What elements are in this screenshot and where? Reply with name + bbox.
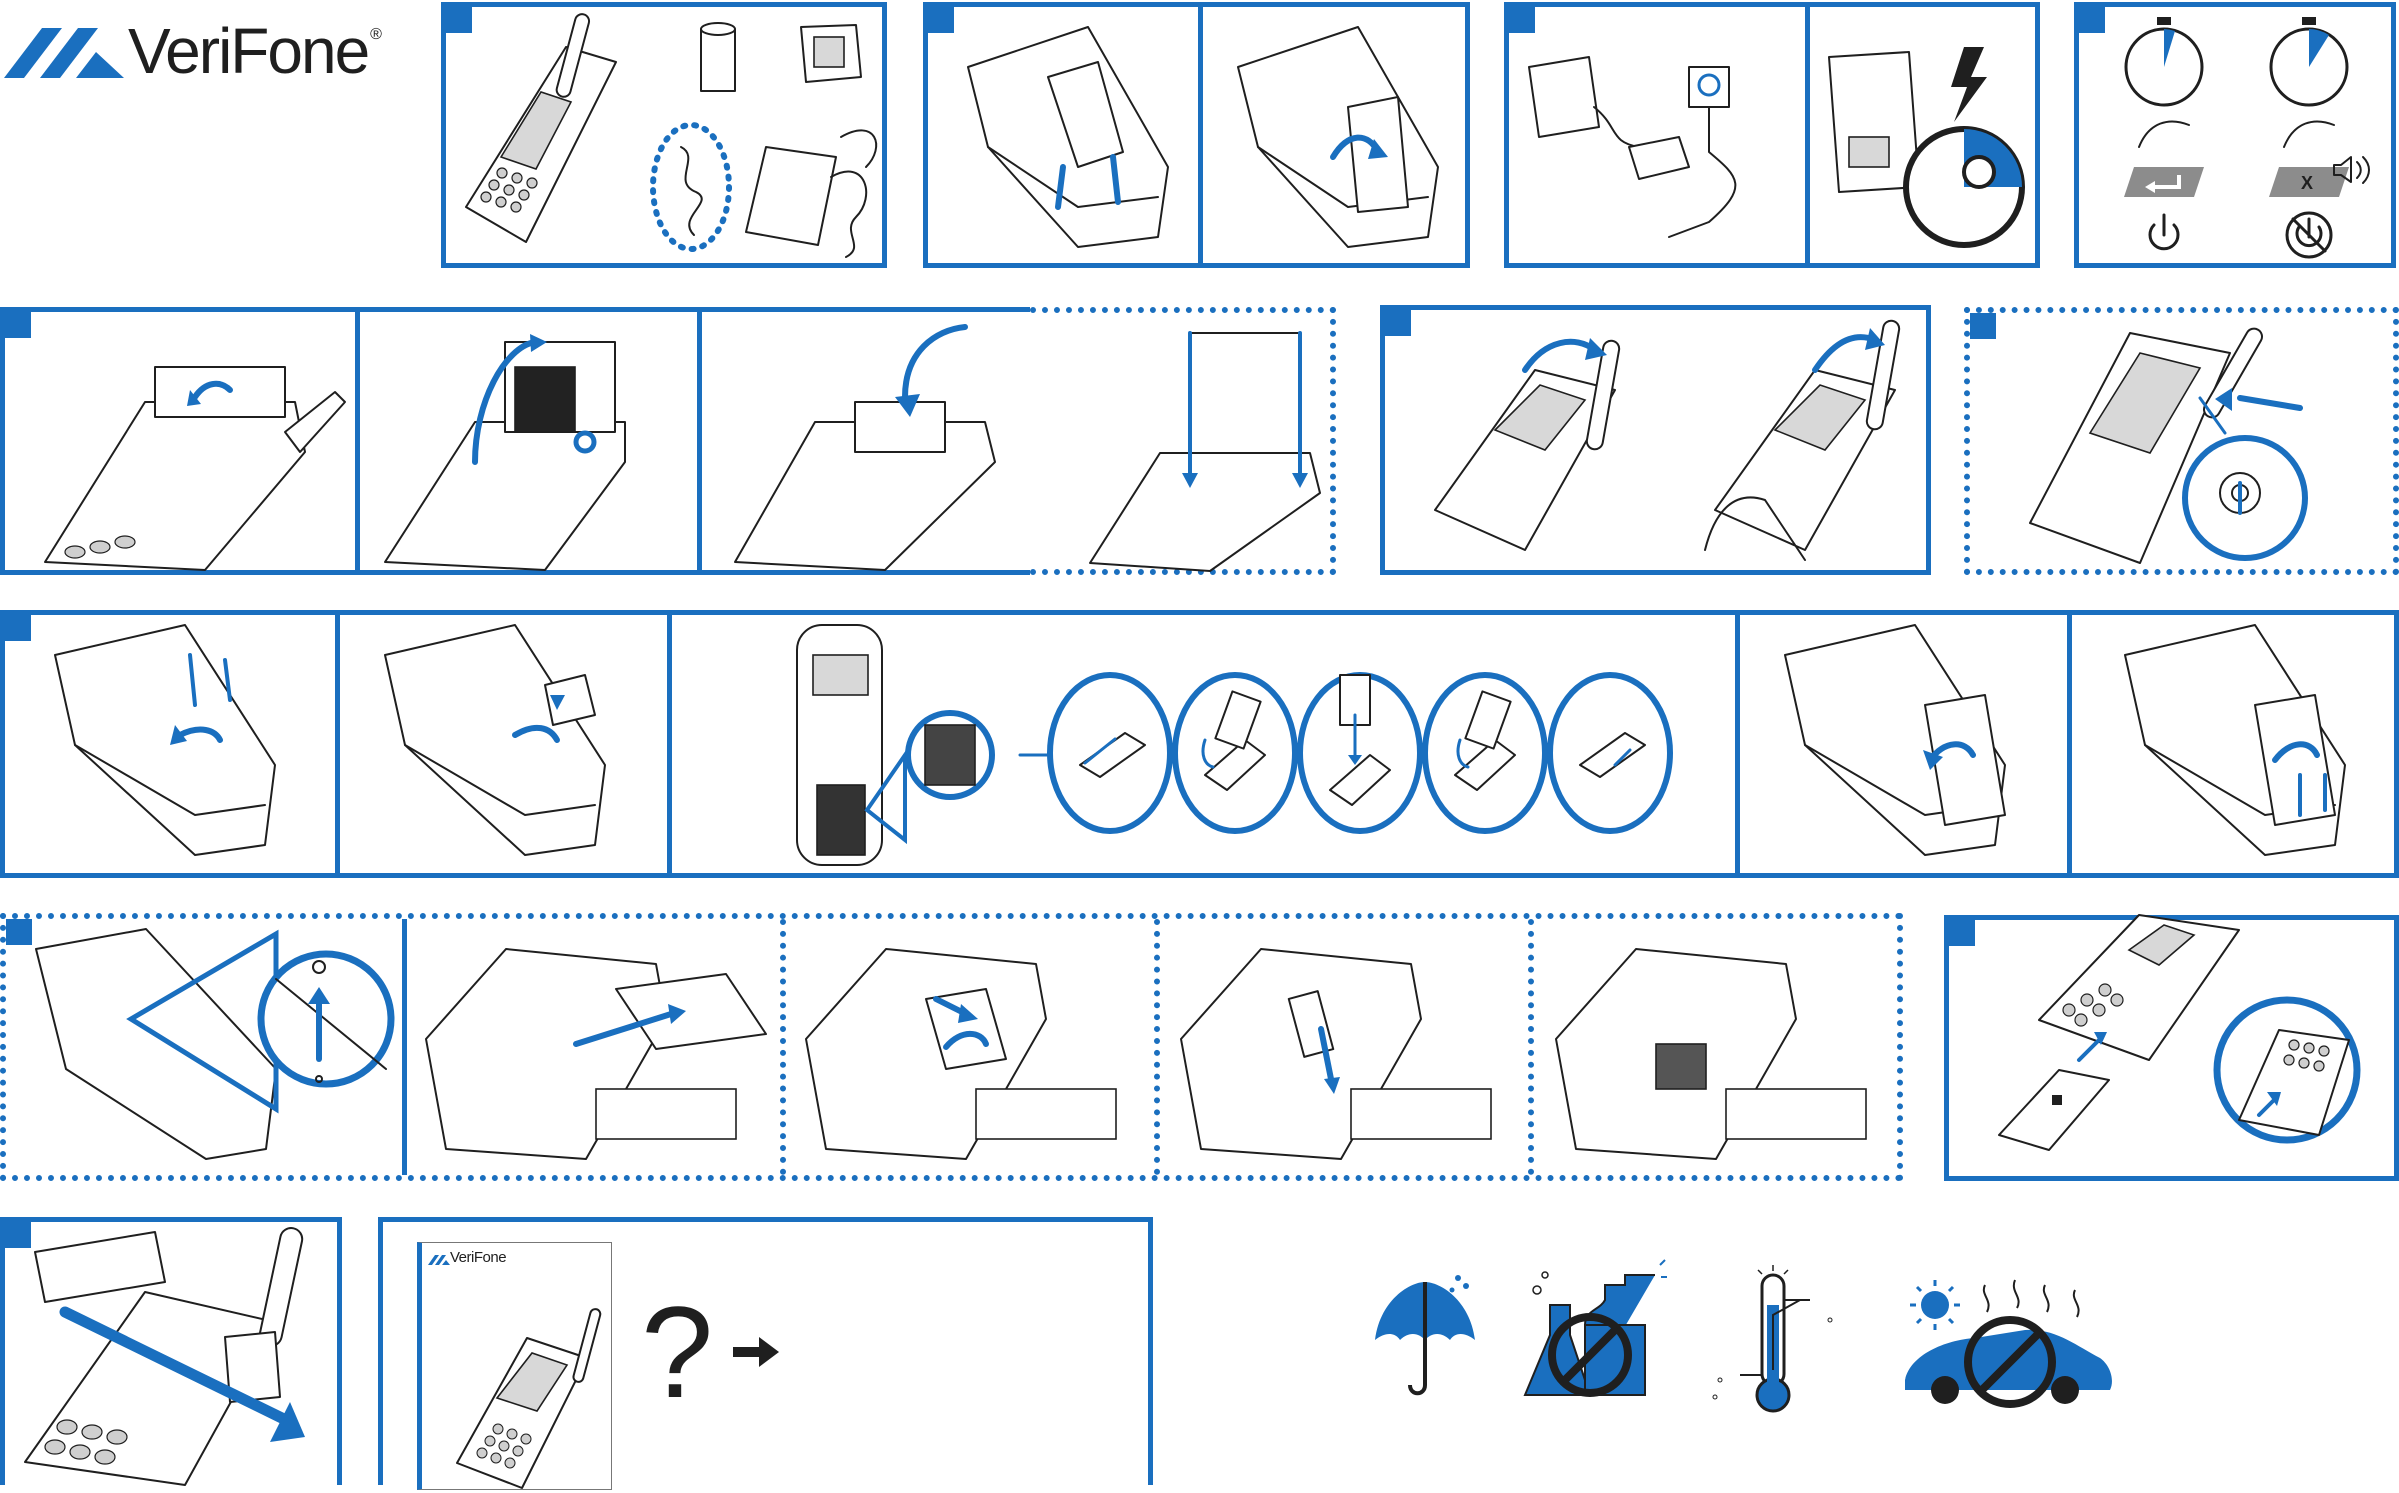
power-panel: X bbox=[2074, 2, 2396, 268]
cancel-key-icon: X bbox=[2269, 167, 2349, 197]
card-slot-panel bbox=[0, 610, 2399, 878]
cable-icon bbox=[653, 125, 729, 249]
brand-chevron-icon bbox=[4, 20, 134, 80]
base-cover-open-illustration bbox=[55, 625, 275, 855]
registered-mark: ® bbox=[370, 26, 380, 43]
box-contents-panel bbox=[441, 2, 887, 268]
no-chemicals-icon bbox=[1515, 1255, 1665, 1405]
base-station-illustration bbox=[968, 27, 1168, 247]
battery-pack-icon bbox=[801, 25, 861, 82]
paper-insert-illustration bbox=[385, 334, 625, 570]
sim-step-5 bbox=[1550, 675, 1670, 831]
sim-step-3 bbox=[1300, 675, 1420, 831]
cover-slide-illustration bbox=[426, 949, 766, 1159]
card-zoom-circle bbox=[2217, 1000, 2357, 1140]
power-adapter-icon bbox=[746, 130, 876, 257]
no-hot-car-icon bbox=[1905, 1270, 2125, 1420]
help-reference-panel: VeriFone ? bbox=[378, 1217, 1153, 1485]
terminal-card-reader-illustration bbox=[2039, 915, 2239, 1060]
base-cover-close-illustration bbox=[1785, 625, 2005, 855]
stopwatch-icon bbox=[2126, 17, 2202, 105]
printer-open-illustration bbox=[45, 367, 345, 570]
lightning-icon bbox=[1951, 47, 1987, 122]
umbrella-rain-icon bbox=[1370, 1270, 1480, 1400]
base-station-illustration-2 bbox=[1238, 27, 1438, 247]
battery-install-panel bbox=[923, 2, 1470, 268]
finger-press-icon bbox=[2139, 121, 2189, 147]
charging-panel bbox=[1504, 2, 2040, 268]
stopwatch-icon-2 bbox=[2271, 17, 2347, 105]
magnetic-swipe-illustration bbox=[25, 1226, 305, 1485]
paper-roll-guide-illustration bbox=[1090, 333, 1320, 571]
antenna-zoom-circle bbox=[2185, 398, 2305, 558]
brand-name-text: VeriFone bbox=[128, 15, 368, 87]
question-mark: ? bbox=[641, 1287, 713, 1417]
paper-tip-panel bbox=[1030, 307, 1336, 575]
brand-name: VeriFone® bbox=[128, 14, 380, 88]
sim-step-2 bbox=[1175, 675, 1295, 831]
paper-close-illustration bbox=[735, 327, 995, 570]
power-icon bbox=[2150, 215, 2178, 249]
manual-brand-chevron-icon bbox=[428, 1253, 450, 1265]
arrow-right-icon bbox=[733, 1337, 783, 1367]
handheld-use-panel bbox=[1380, 305, 1931, 575]
paper-loading-panel bbox=[0, 307, 1036, 575]
sim-step-4 bbox=[1425, 675, 1545, 831]
battery-lift-illustration bbox=[806, 949, 1116, 1159]
base-card-insert-illustration bbox=[385, 625, 605, 855]
screw-removal-illustration bbox=[36, 929, 391, 1159]
terminal-back-illustration bbox=[797, 625, 992, 865]
manual-terminal-icon bbox=[442, 1293, 612, 1493]
terminal-lift-illustration bbox=[1435, 338, 1620, 550]
paper-roll-icon bbox=[701, 23, 735, 91]
terminal-icon bbox=[466, 13, 616, 242]
base-cover-lock-illustration bbox=[2125, 625, 2345, 855]
adapter-connection-illustration bbox=[1529, 57, 1735, 237]
power-off-icon bbox=[2287, 213, 2331, 257]
smart-card-icon bbox=[1999, 1032, 2109, 1150]
cancel-key-label: X bbox=[2301, 173, 2313, 193]
thermometer-icon bbox=[1700, 1265, 1850, 1415]
antenna-panel bbox=[1964, 307, 2399, 575]
manual-brand-name: VeriFone bbox=[450, 1249, 506, 1266]
brand-logo: VeriFone® bbox=[0, 0, 380, 100]
manual-cover: VeriFone bbox=[417, 1242, 612, 1490]
battery-replace-panel bbox=[0, 913, 1903, 1181]
battery-seated-illustration bbox=[1556, 949, 1866, 1159]
enter-key-icon bbox=[2124, 167, 2204, 197]
charge-time-clock-icon bbox=[1906, 129, 2022, 245]
terminal-hand-held-illustration bbox=[1705, 319, 1900, 560]
smart-card-panel bbox=[1944, 915, 2399, 1181]
card-swipe-panel bbox=[0, 1217, 342, 1485]
sim-step-1 bbox=[1020, 675, 1170, 831]
battery-insert-illustration bbox=[1181, 949, 1491, 1159]
finger-press-icon-2 bbox=[2284, 121, 2334, 147]
